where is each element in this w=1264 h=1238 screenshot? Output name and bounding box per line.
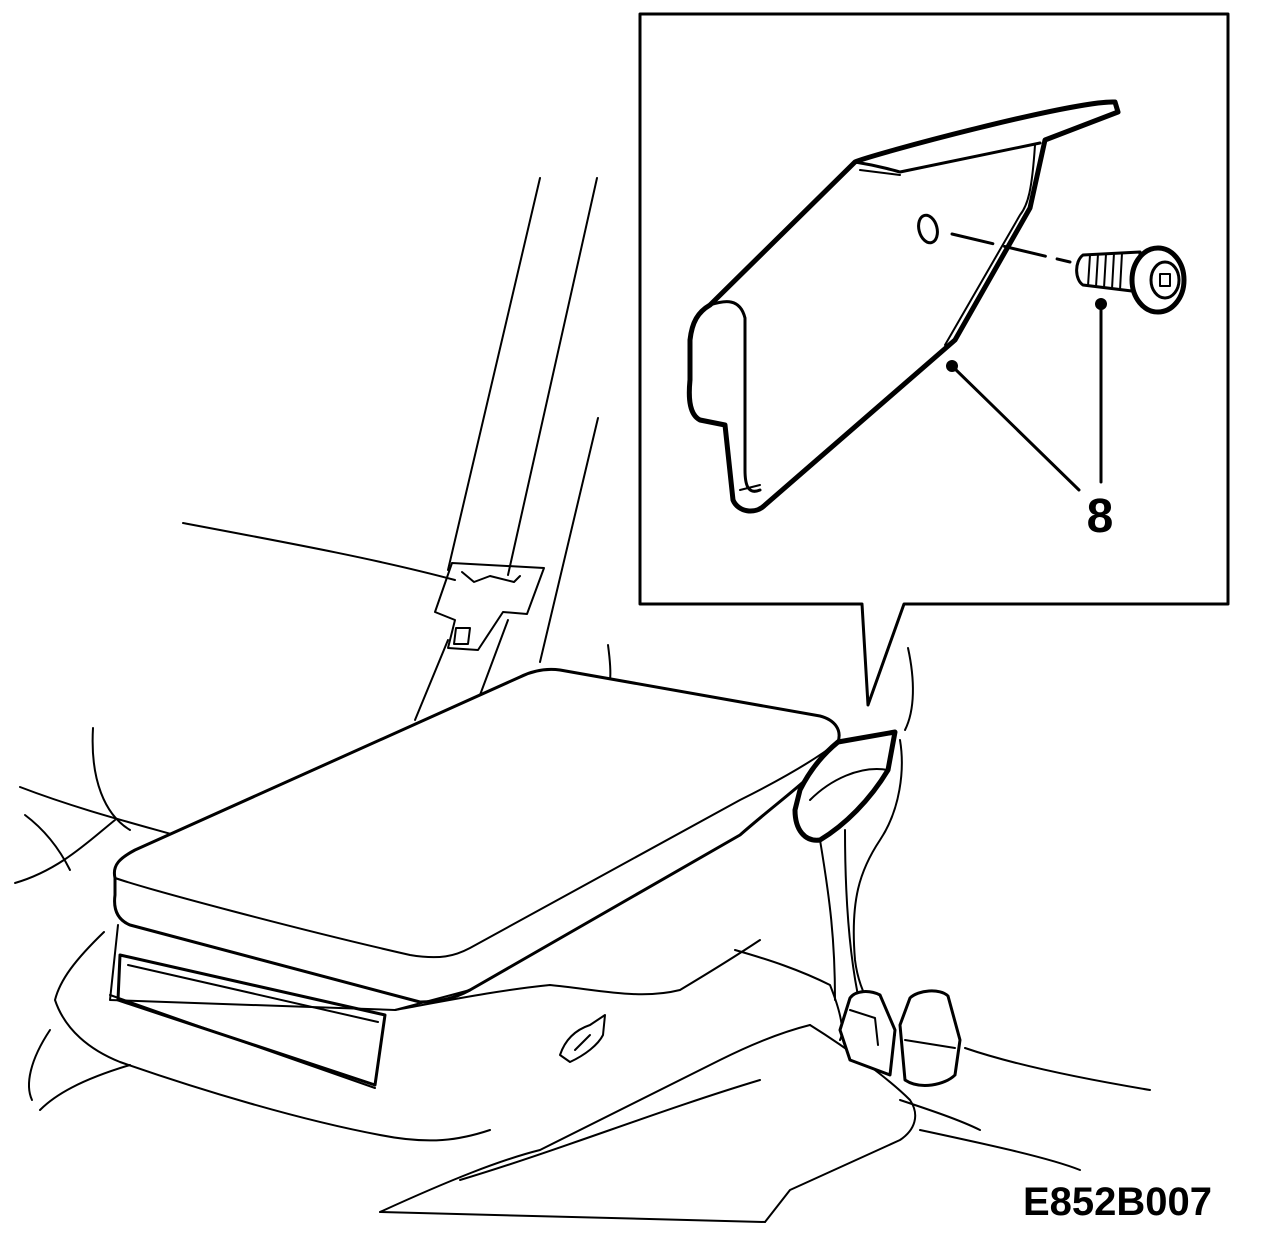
callout-number: 8 bbox=[1087, 490, 1114, 543]
buckle-stalks bbox=[838, 989, 962, 1087]
figure-code: E852B007 bbox=[1023, 1180, 1212, 1224]
alignment-dash-line bbox=[950, 232, 1072, 264]
trim-cover-installed bbox=[792, 729, 898, 843]
screw-hole bbox=[917, 213, 939, 245]
seat-belt-buckle bbox=[434, 562, 545, 651]
armrest-base bbox=[28, 924, 761, 1142]
screw-icon bbox=[1075, 245, 1187, 315]
seat-back-outline bbox=[14, 522, 612, 884]
callout-frame bbox=[638, 12, 1230, 707]
floor-console bbox=[379, 647, 1151, 1223]
trim-cover-panel bbox=[686, 99, 1121, 514]
armrest-lid bbox=[112, 667, 841, 1004]
leader-lines bbox=[946, 298, 1107, 492]
seat-belt-strap bbox=[414, 177, 599, 721]
